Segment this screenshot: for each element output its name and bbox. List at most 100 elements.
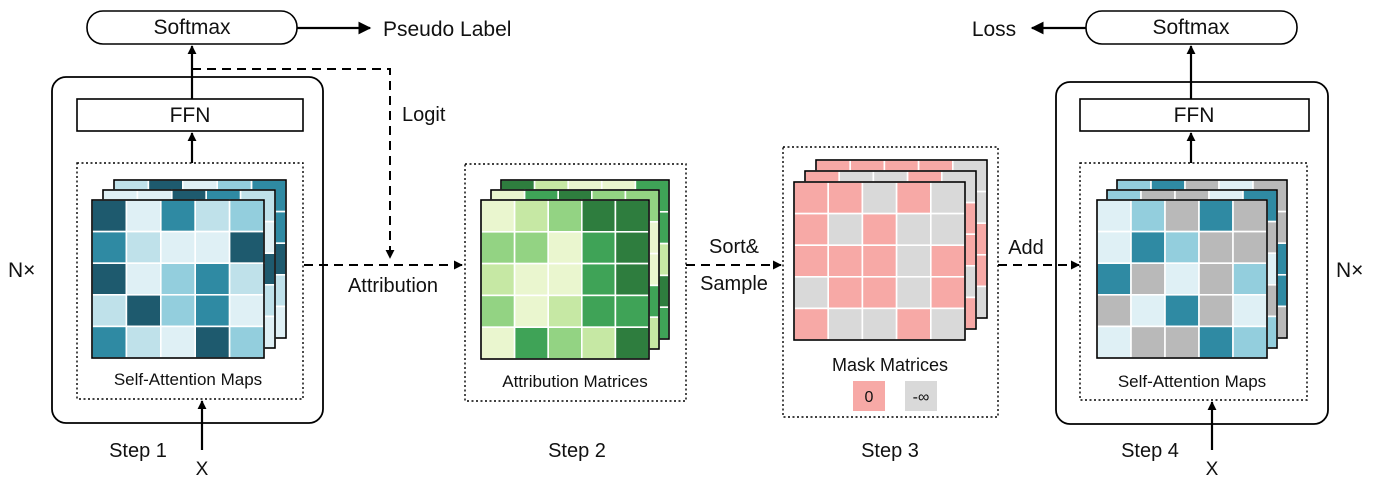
step4-label: Step 4 <box>1121 440 1179 462</box>
attention-right-cell <box>1130 293 1166 328</box>
attribution-layer <box>480 199 650 360</box>
attention-left-cell <box>194 262 231 296</box>
mask-cell <box>793 307 830 341</box>
attribution-cell <box>513 231 549 265</box>
attribution-cell <box>480 199 516 233</box>
attention-left-cell <box>228 230 265 265</box>
attribution-cell <box>580 199 617 233</box>
attribution-matrices-frame <box>464 163 687 402</box>
attribution-cell <box>614 231 650 265</box>
mask-cell <box>861 275 898 310</box>
logit-label: Logit <box>402 104 446 126</box>
attribution-cell <box>547 294 583 328</box>
attribution-cell <box>480 231 516 265</box>
attribution-cell <box>547 199 583 233</box>
x-label-right: X <box>1206 459 1219 480</box>
attribution-cell <box>580 231 617 265</box>
attention-left-cell <box>160 199 197 233</box>
attribution-matrices-caption: Attribution Matrices <box>502 372 648 391</box>
attention-left-cell <box>125 293 162 328</box>
attention-right-cell <box>1130 262 1166 296</box>
mask-cell <box>895 275 932 310</box>
attention-right-cell <box>1130 230 1166 265</box>
mask-cell <box>827 212 864 247</box>
ffn-box-left <box>76 98 304 132</box>
mask-cell <box>895 307 932 341</box>
attention-left-cell <box>91 325 128 359</box>
mask-layer <box>793 181 966 341</box>
attribution-cell <box>547 262 583 297</box>
attribution-cell <box>480 262 516 297</box>
mask-cell <box>827 181 864 215</box>
attention-left-layer <box>91 199 265 359</box>
attention-right-cell <box>1164 230 1200 265</box>
attention-right-cell <box>1130 199 1166 233</box>
mask-cell <box>861 212 898 247</box>
attention-left-cell <box>125 199 162 233</box>
attention-left-cell <box>125 262 162 296</box>
attention-left-cell <box>160 293 197 328</box>
step2-label: Step 2 <box>548 440 606 462</box>
attribution-cell <box>547 326 583 360</box>
attention-left-cell <box>160 325 197 359</box>
mask-cell <box>827 244 864 278</box>
attention-right-cell <box>1096 293 1132 328</box>
mask-cell <box>861 307 898 341</box>
ffn-label-left: FFN <box>170 104 211 127</box>
softmax-label-left: Softmax <box>153 16 231 39</box>
encoder-block-left <box>51 76 324 424</box>
attention-matrix-stack-left <box>91 179 287 359</box>
attribution-cell <box>513 262 549 297</box>
attention-right-cell <box>1198 262 1234 296</box>
attention-left-cell <box>228 293 265 328</box>
self-attention-caption-left: Self-Attention Maps <box>114 370 262 389</box>
mask-cell <box>793 275 830 310</box>
logit-dashed-path <box>192 68 395 259</box>
attribution-cell <box>513 294 549 328</box>
attention-maps-frame-left <box>76 162 304 400</box>
mask-cell <box>827 275 864 310</box>
attention-right-cell <box>1164 199 1200 233</box>
attention-left-cell <box>194 293 231 328</box>
attention-left-cell <box>91 262 128 296</box>
legend-neg-inf-label: -∞ <box>913 389 930 406</box>
mask-cell <box>793 181 830 215</box>
nx-label-right: N× <box>1336 259 1363 282</box>
attention-right-cell <box>1198 293 1234 328</box>
attention-right-cell <box>1198 199 1234 233</box>
add-label: Add <box>1008 237 1044 259</box>
attention-left-cell <box>228 199 265 233</box>
self-attention-caption-right: Self-Attention Maps <box>1118 372 1266 391</box>
attribution-matrix-stack <box>480 179 670 360</box>
legend-zero-label: 0 <box>865 389 874 406</box>
attribution-cell <box>513 326 549 360</box>
ffn-label-right: FFN <box>1174 104 1215 127</box>
attention-matrix-stack-right <box>1096 179 1288 359</box>
attribution-label: Attribution <box>348 275 438 297</box>
attention-left-cell <box>194 230 231 265</box>
attention-left-cell <box>228 325 265 359</box>
attention-right-cell <box>1164 325 1200 359</box>
mask-cell <box>929 212 966 247</box>
attribution-cell <box>614 199 650 233</box>
attention-right-cell <box>1232 230 1268 265</box>
mask-cell <box>861 244 898 278</box>
x-label-left: X <box>196 459 209 480</box>
nx-label-left: N× <box>8 259 35 282</box>
mask-cell <box>929 181 966 215</box>
attention-left-cell <box>125 325 162 359</box>
legend-zero-swatch <box>853 381 885 411</box>
mask-cell <box>929 307 966 341</box>
attention-left-cell <box>91 293 128 328</box>
softmax-label-right: Softmax <box>1152 16 1230 39</box>
attention-right-cell <box>1096 325 1132 359</box>
sample-label: Sample <box>700 273 768 295</box>
attribution-cell <box>580 326 617 360</box>
attention-maps-frame-right <box>1079 162 1308 401</box>
attribution-cell <box>580 262 617 297</box>
attribution-cell <box>580 294 617 328</box>
mask-cell <box>895 244 932 278</box>
attention-left-cell <box>91 199 128 233</box>
attention-right-cell <box>1164 293 1200 328</box>
